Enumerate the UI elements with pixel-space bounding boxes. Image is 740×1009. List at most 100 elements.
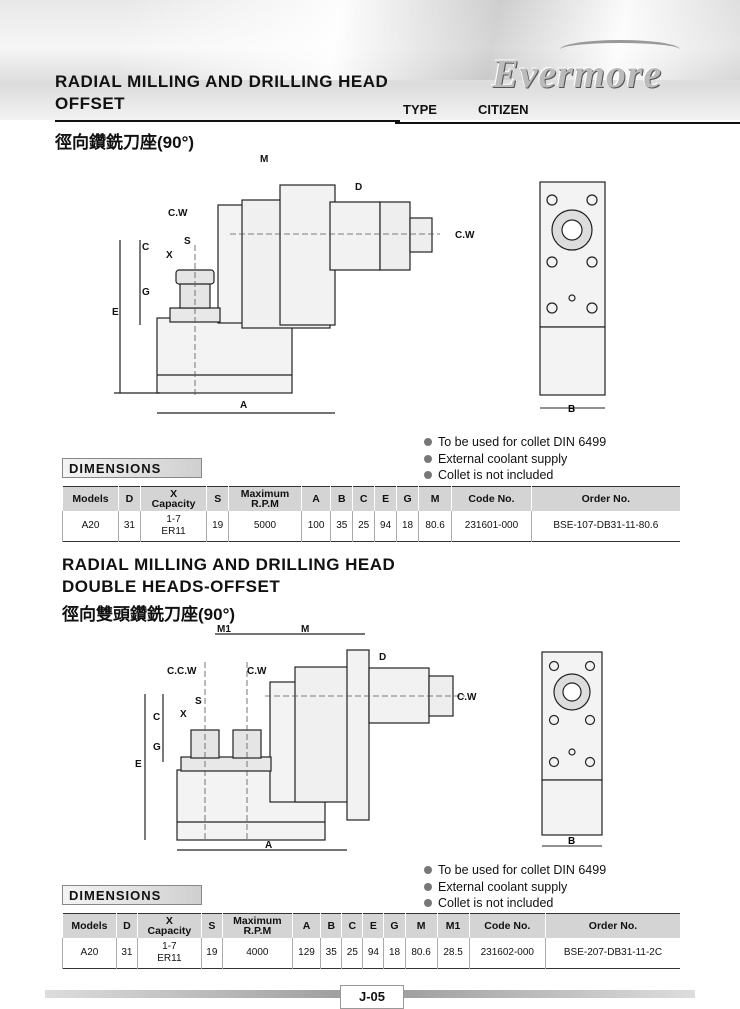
table-header-cell: Order No. — [530, 486, 680, 511]
dim-label-CW-left: C.W — [247, 666, 267, 677]
dim-label-G: G — [142, 287, 150, 298]
section1-dimensions-tag: DIMENSIONS — [62, 458, 202, 478]
dim-label-A: A — [265, 840, 272, 851]
table-cell: 231601-000 — [451, 511, 532, 542]
table-header-cell: E — [374, 486, 397, 511]
type-bar — [395, 100, 740, 124]
section2-side-view-drawing: M1 M C.C.W C.W C.W D S X C G E A — [135, 624, 477, 851]
table-header-cell: A — [300, 486, 331, 511]
table-cell: 19 — [200, 938, 223, 969]
table-header-cell: Maximum R.P.M — [228, 486, 302, 511]
table-header-cell: G — [396, 486, 419, 511]
dim-label-S: S — [195, 696, 202, 707]
section1-subtitle: 徑向鑽銑刀座(90°) — [55, 133, 195, 152]
section1-end-view-drawing: B — [539, 181, 606, 415]
dim-label-CCW: C.C.W — [167, 666, 197, 677]
table-cell: 94 — [374, 511, 397, 542]
section1-title-line1: RADIAL MILLING AND DRILLING HEAD — [55, 72, 389, 91]
table-header-cell: M1 — [436, 913, 470, 938]
note-item: Collet is not included — [424, 467, 606, 484]
logo-arc — [560, 40, 680, 59]
table-cell: 28.5 — [436, 938, 470, 969]
title-rule — [55, 120, 400, 122]
dim-label-C: C — [153, 712, 160, 723]
table-header-cell: G — [383, 913, 406, 938]
section1-notes: To be used for collet DIN 6499 External … — [424, 434, 606, 484]
table-cell: A20 — [62, 511, 119, 542]
table-cell: 18 — [383, 938, 406, 969]
table-cell: 80.6 — [417, 511, 452, 542]
table-cell: 35 — [320, 938, 342, 969]
table-cell: 18 — [396, 511, 419, 542]
note-item: External coolant supply — [424, 451, 606, 468]
section2-title-line2: DOUBLE HEADS-OFFSET — [62, 577, 281, 596]
table-header-cell: X Capacity — [136, 913, 202, 938]
table-header-cell: C — [341, 913, 363, 938]
section1-side-view-drawing: M C.W C.W D S X C G E A — [112, 154, 475, 414]
section2-dimensions-tag: DIMENSIONS — [62, 885, 202, 905]
dim-label-CW-left: C.W — [168, 208, 188, 219]
table-cell: 4000 — [221, 938, 293, 969]
table-cell: 31 — [117, 511, 141, 542]
section2-subtitle: 徑向雙頭鑽銑刀座(90°) — [62, 605, 236, 624]
dim-label-D: D — [379, 652, 386, 663]
dim-label-C: C — [142, 242, 149, 253]
dim-label-D: D — [355, 182, 362, 193]
dim-label-E: E — [135, 759, 142, 770]
dim-label-X: X — [166, 250, 173, 261]
dim-label-B: B — [568, 836, 575, 847]
page-number: J-05 — [340, 985, 404, 1009]
table-header-cell: Code No. — [451, 486, 532, 511]
section1-title-line2: OFFSET — [55, 94, 126, 113]
table-cell: 31 — [115, 938, 138, 969]
note-item: Collet is not included — [424, 895, 606, 912]
type-label: TYPE — [403, 102, 437, 117]
table-header-cell: S — [200, 913, 223, 938]
table-header-cell: Models — [62, 913, 117, 938]
table-header-cell: B — [330, 486, 353, 511]
dim-label-CW-right: C.W — [457, 692, 477, 703]
note-item: To be used for collet DIN 6499 — [424, 862, 606, 879]
table-header-cell: Models — [62, 486, 119, 511]
table-cell: BSE-207-DB31-11-2C — [545, 938, 680, 969]
table-header-cell: M — [417, 486, 452, 511]
table-cell: 5000 — [228, 511, 302, 542]
table-cell: 1-7 ER11 — [136, 938, 202, 969]
dim-label-A: A — [240, 400, 247, 411]
table-cell: A20 — [62, 938, 117, 969]
table-header-cell: C — [352, 486, 375, 511]
dim-label-B: B — [568, 404, 575, 415]
table-header-cell: Maximum R.P.M — [221, 913, 293, 938]
type-value: CITIZEN — [478, 102, 529, 117]
section2-title-line1: RADIAL MILLING AND DRILLING HEAD — [62, 555, 396, 574]
table-cell: 19 — [206, 511, 229, 542]
table-cell: 129 — [291, 938, 321, 969]
table-cell: 100 — [300, 511, 331, 542]
note-item: External coolant supply — [424, 879, 606, 896]
table-header-cell: Code No. — [468, 913, 546, 938]
dim-label-G: G — [153, 742, 161, 753]
dim-label-E: E — [112, 307, 119, 318]
dim-label-M1: M1 — [217, 624, 231, 635]
dim-label-X: X — [180, 709, 187, 720]
table-header-cell: D — [115, 913, 138, 938]
table-header-cell: A — [291, 913, 321, 938]
table-header-cell: S — [206, 486, 229, 511]
table-header-cell: X Capacity — [139, 486, 207, 511]
table-cell: BSE-107-DB31-11-80.6 — [530, 511, 680, 542]
table-header-cell: M — [404, 913, 438, 938]
dim-label-CW-right: C.W — [455, 230, 475, 241]
table-cell: 1-7 ER11 — [139, 511, 207, 542]
section2-end-view-drawing: B — [541, 651, 603, 847]
table-cell: 35 — [330, 511, 353, 542]
table-header-cell: Order No. — [545, 913, 680, 938]
table-cell: 231602-000 — [468, 938, 546, 969]
note-item: To be used for collet DIN 6499 — [424, 434, 606, 451]
table-cell: 25 — [341, 938, 363, 969]
section2-notes: To be used for collet DIN 6499 External … — [424, 862, 606, 912]
dim-label-M: M — [260, 154, 268, 165]
